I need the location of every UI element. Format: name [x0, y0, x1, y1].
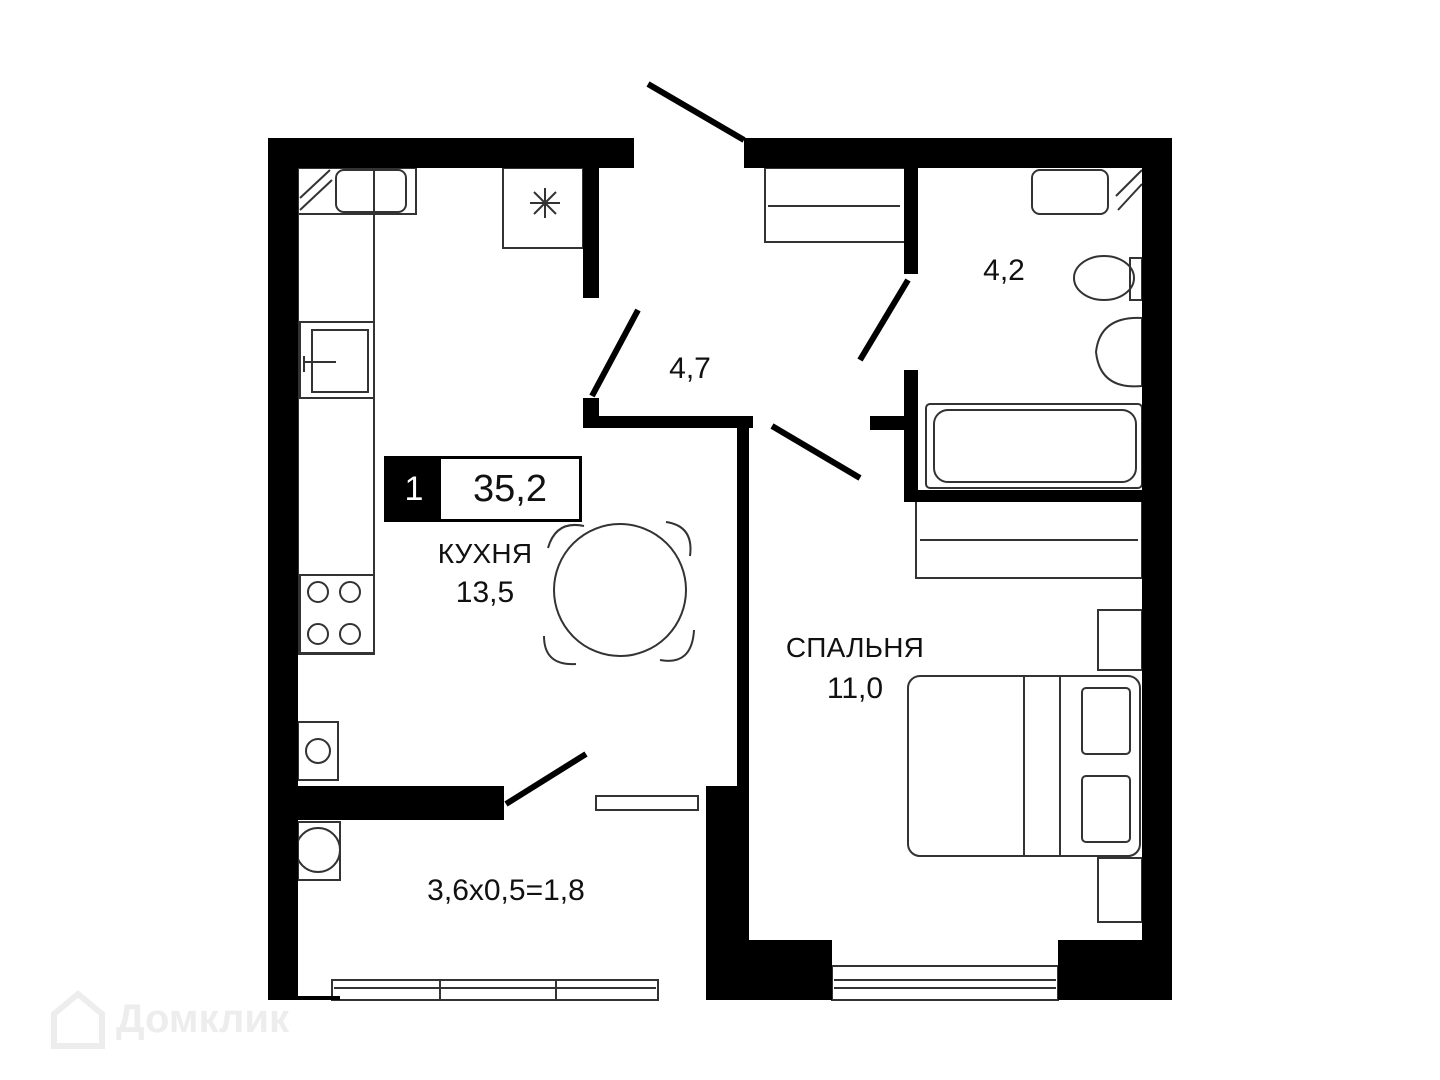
wall-outer-top-left — [268, 138, 634, 168]
balcony-appliance-icon — [295, 827, 341, 873]
balcony-area: 3,6x0,5=1,8 — [427, 874, 585, 907]
washbasin-icon — [1031, 169, 1109, 215]
wall-outer-bottom-left — [268, 996, 340, 1000]
watermark-text: Домклик — [116, 996, 290, 1041]
kitchen-corner-icon — [299, 169, 333, 211]
kitchen-sink-icon — [335, 169, 407, 213]
house-logo-icon — [51, 990, 105, 1049]
apartment-area-badge: 1 35,2 — [384, 456, 582, 522]
doors-layer — [504, 81, 911, 807]
wall-bath-left — [904, 168, 918, 274]
bedroom-name: СПАЛЬНЯ — [785, 632, 925, 663]
dining-table-icon — [553, 523, 687, 657]
window-bedroom — [831, 965, 1059, 1001]
pillow-icon — [1081, 687, 1131, 755]
watermark: Домклик — [50, 984, 289, 1054]
bedroom-door — [770, 423, 862, 481]
kitchen-name: КУХНЯ — [437, 538, 533, 569]
rooms-count: 1 — [387, 459, 441, 519]
ventilation-shaft-icon — [502, 167, 584, 249]
washer-icon — [297, 721, 339, 781]
bathtub-icon — [925, 403, 1143, 489]
bathroom-door — [857, 278, 911, 362]
wall-bath-bottom — [904, 490, 1142, 502]
stove-icon — [299, 574, 375, 654]
total-area: 35,2 — [441, 459, 579, 519]
entrance-door — [646, 81, 746, 143]
wall-balcony — [298, 786, 504, 820]
balcony-door — [504, 751, 588, 807]
hallway-area: 4,7 — [669, 352, 711, 385]
walls-layer — [268, 138, 1172, 1000]
radiator-icon — [595, 795, 699, 811]
bedroom-area: 11,0 — [826, 672, 884, 705]
wall-bath-left-2 — [904, 370, 918, 500]
wall-kitchen-hall — [583, 168, 599, 298]
nightstand-icon-2 — [1097, 857, 1143, 923]
chair-icon — [543, 521, 695, 666]
toilet-icon — [1073, 255, 1135, 301]
kitchen-door — [589, 308, 641, 398]
wall-outer-left — [268, 138, 298, 1000]
wall-bottom-mid — [706, 940, 832, 1000]
sink-bath-icon — [1094, 316, 1143, 388]
wall-bath-stub — [870, 416, 918, 430]
wall-hall-bottom — [583, 416, 753, 428]
kitchen-counter — [297, 167, 375, 655]
pillow-icon-2 — [1081, 775, 1131, 843]
wall-bottom-right — [1058, 940, 1172, 1000]
sink-icon — [299, 321, 375, 399]
window-balcony — [331, 979, 659, 1001]
kitchen-counter-top — [297, 167, 417, 215]
nightstand-icon — [1097, 609, 1143, 671]
wall-balcony-right — [706, 786, 749, 940]
wall-outer-top-right — [744, 138, 1172, 168]
kitchen-area: 13,5 — [455, 576, 515, 609]
wall-outer-right — [1142, 138, 1172, 1000]
bathroom-area: 4,2 — [983, 254, 1025, 287]
